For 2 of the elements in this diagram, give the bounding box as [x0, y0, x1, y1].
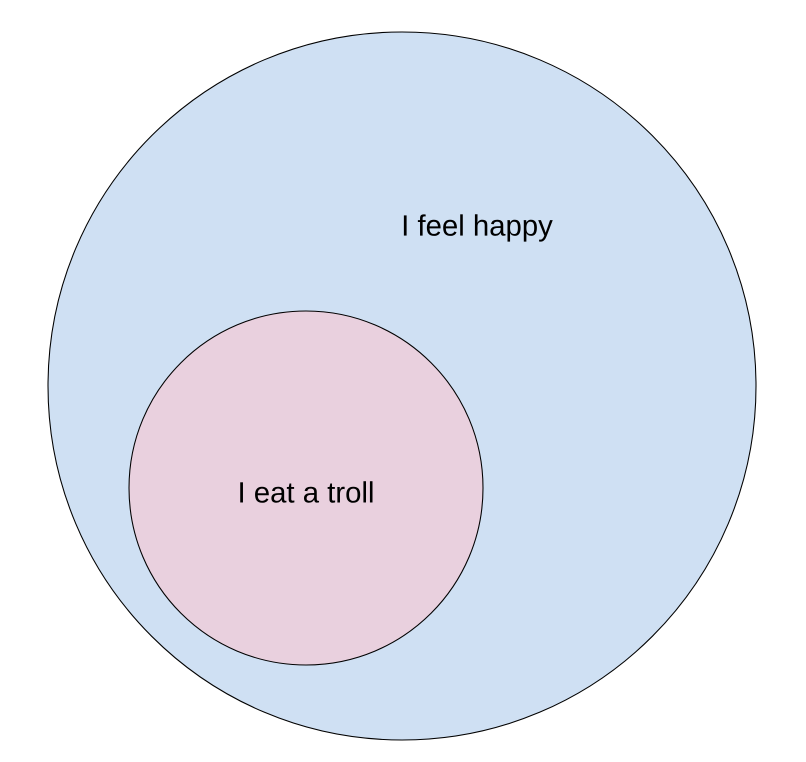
circle-label: I feel happy	[404, 214, 553, 242]
circle-label: I eat a troll	[240, 481, 372, 503]
